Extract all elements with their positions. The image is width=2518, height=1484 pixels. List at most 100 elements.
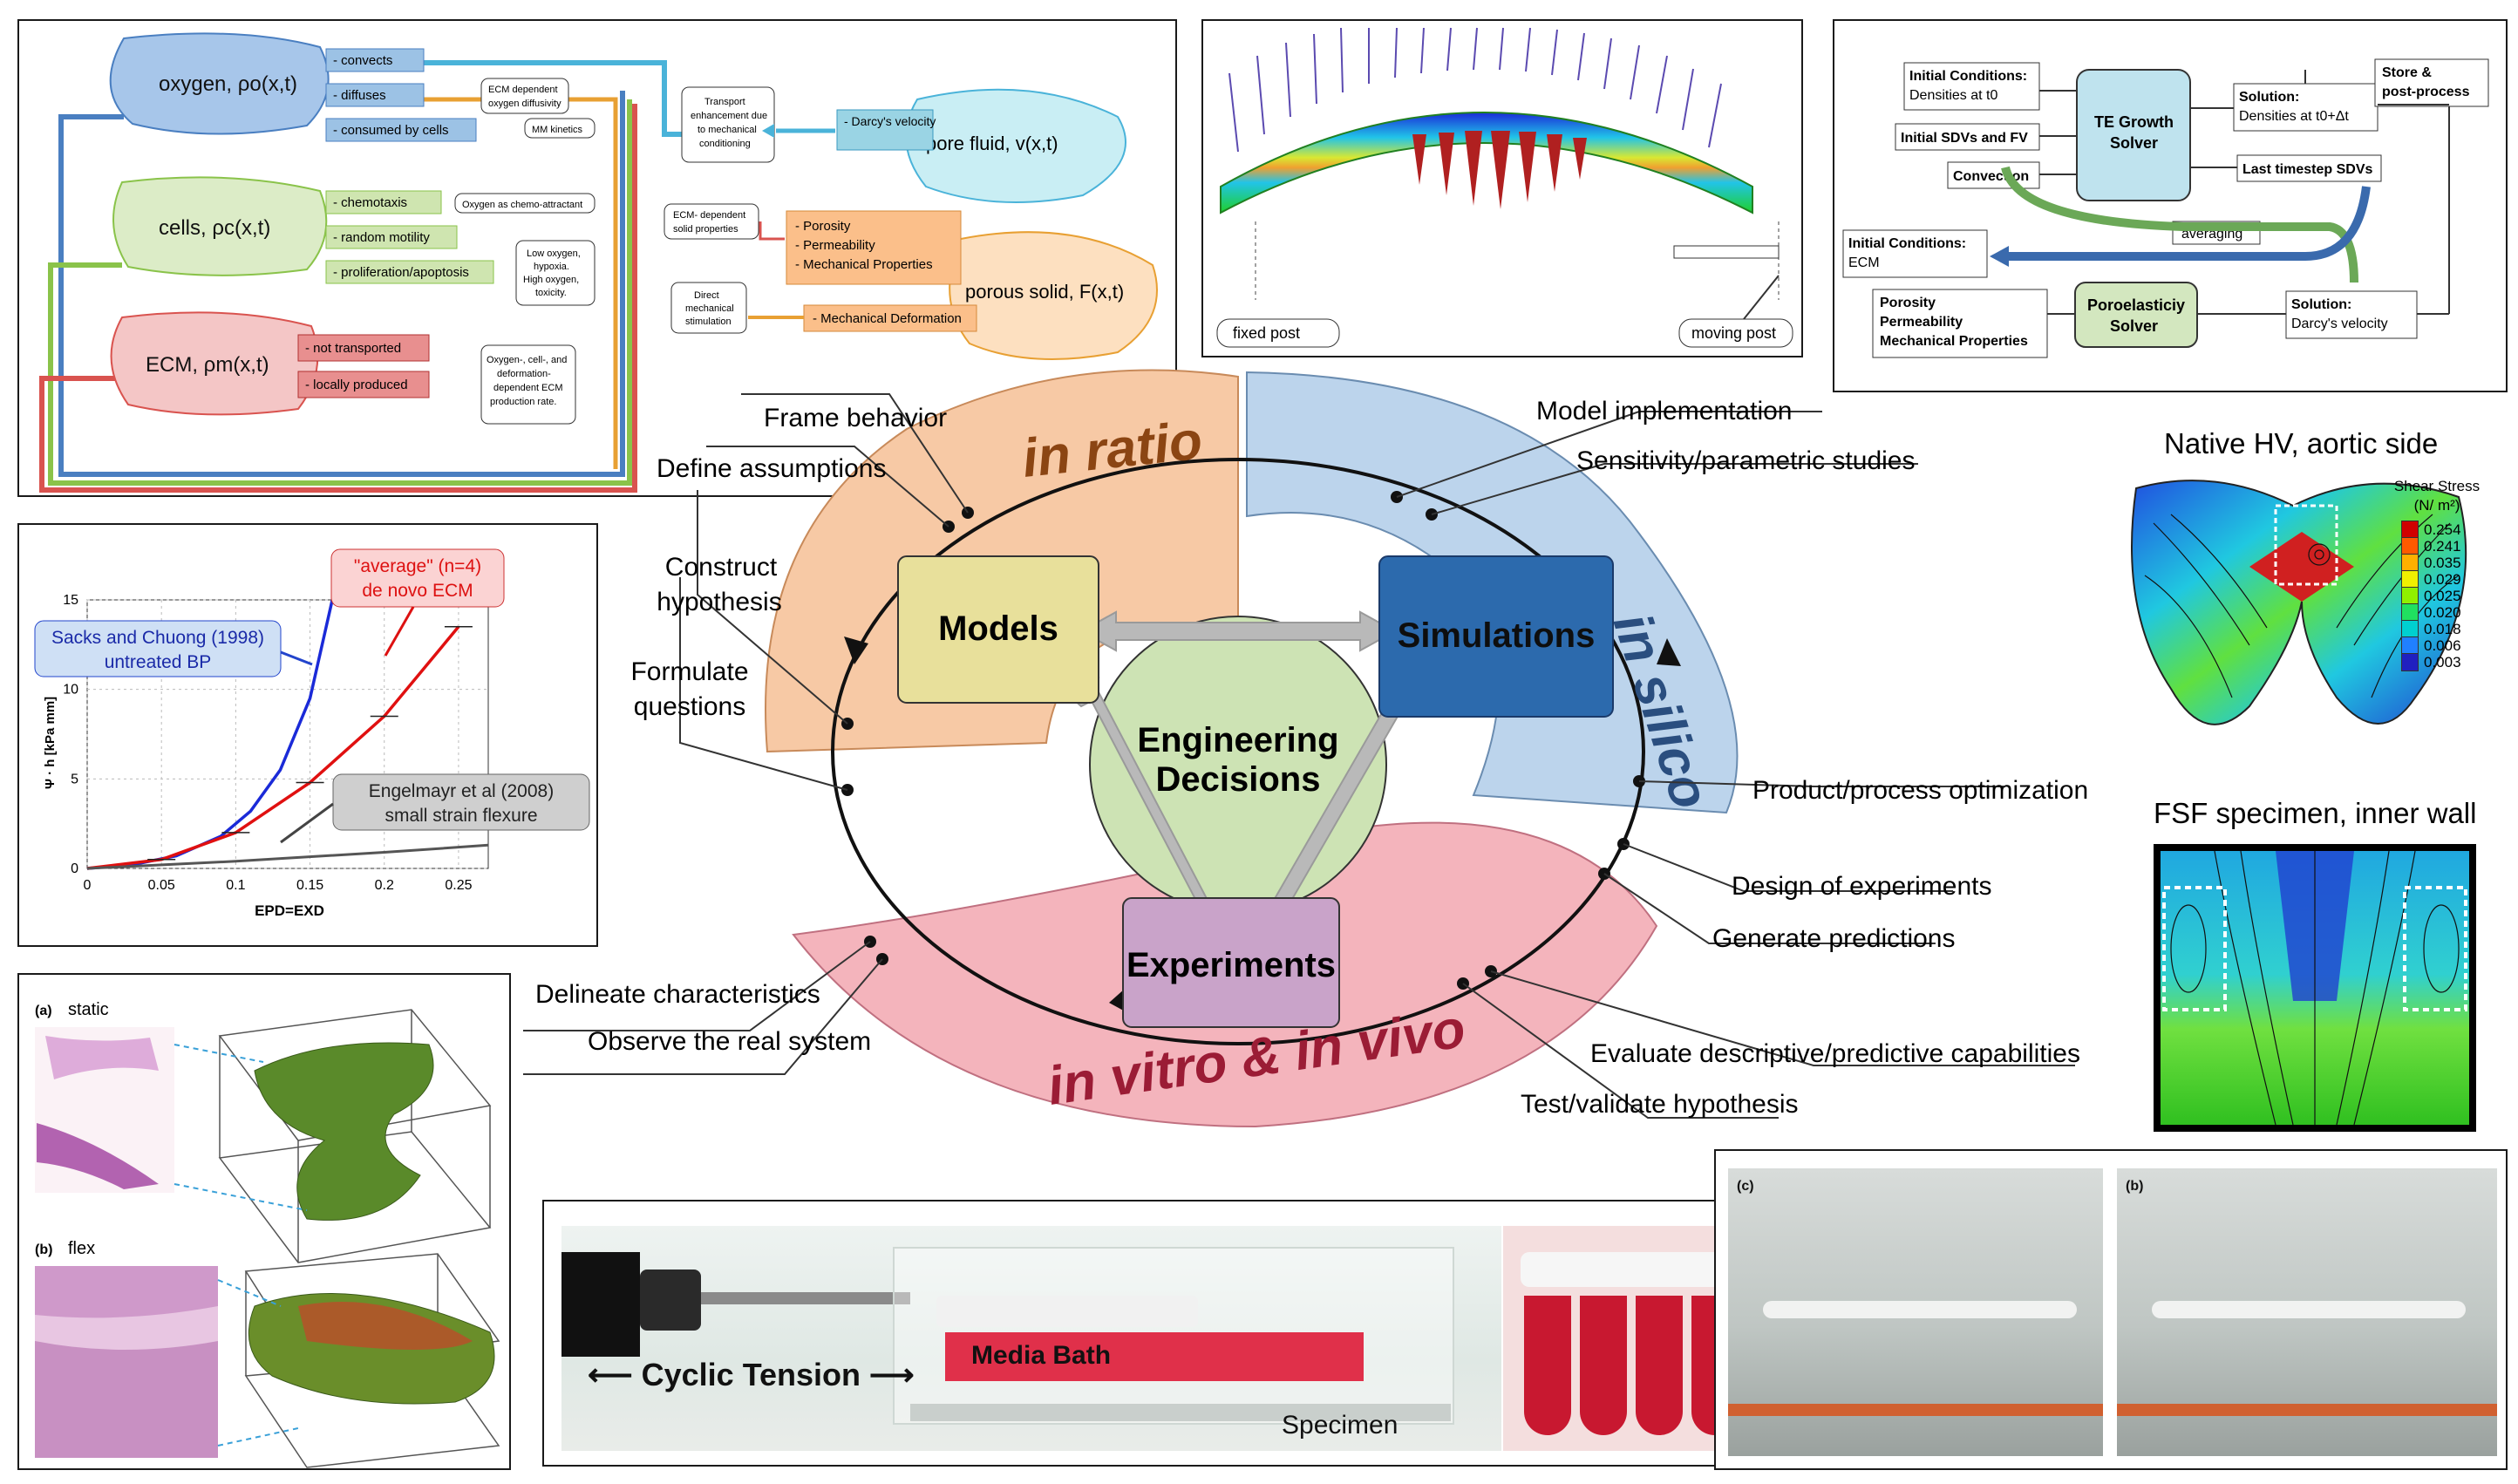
y-tick-label: 0: [71, 861, 78, 876]
legend-row: 0.020: [2401, 603, 2461, 622]
init-cond-2: Densities at t0: [1909, 88, 1997, 103]
legend-swatch: [2401, 620, 2419, 638]
fixed-post-label: fixed post: [1233, 324, 1300, 342]
chamber-c-base: [1728, 1404, 2103, 1416]
load-vectors: [1228, 27, 1722, 153]
chamber-c-rod: [1763, 1301, 2077, 1318]
oxygen-blob: [109, 32, 330, 135]
init-ecm-box: [1842, 229, 1988, 278]
engelmayr-callout-2: small strain flexure: [385, 806, 537, 826]
chemo-note-text: Oxygen as chemo-attractant: [462, 200, 582, 210]
engelmayr-pointer: [280, 802, 334, 844]
y-tick-label: 5: [71, 772, 78, 786]
solution-2-box: [2285, 290, 2418, 339]
label-hypothesis: hypothesis: [657, 588, 782, 616]
solid-props-tag: [786, 210, 962, 285]
solution-2-a: Solution:: [2291, 297, 2351, 312]
y-tick-label: 10: [63, 683, 78, 698]
flowchart-connectors: [2039, 70, 2450, 315]
low-oxy-2: hypoxia.: [534, 262, 569, 272]
flex-guide-top: [217, 1279, 282, 1307]
motor-block: [561, 1252, 640, 1357]
label-test-validate: Test/validate hypothesis: [1521, 1090, 1799, 1119]
fem-arch-figure: fixed post moving post: [1216, 27, 1793, 348]
prod-note-1: Oxygen-, cell-, and: [487, 355, 567, 365]
simulations-box: [1378, 555, 1614, 718]
legend-swatch: [2401, 653, 2419, 671]
consumed-text: - consumed by cells: [333, 123, 449, 138]
hv-title: Native HV, aortic side: [2164, 427, 2439, 459]
legend-value: 0.006: [2424, 636, 2461, 654]
legend-row: 0.025: [2401, 587, 2461, 605]
ecm-feedback: [2009, 186, 2371, 261]
cells-blob: [112, 176, 328, 276]
legend-swatch: [2401, 554, 2419, 572]
low-oxy-note: [515, 240, 595, 306]
label-product-optimization: Product/process optimization: [1752, 776, 2089, 805]
solution-1-box: [2233, 83, 2378, 132]
label-observe: Observe the real system: [588, 1027, 872, 1056]
convection-text: Convection: [1953, 169, 2029, 184]
x-tick-label: 0.2: [375, 878, 394, 893]
label-b: (b): [35, 1242, 52, 1257]
fixed-post-callout: [1216, 318, 1340, 348]
label-formulate: Formulate: [630, 657, 749, 686]
well-2: [1580, 1296, 1627, 1435]
legend-row: 0.003: [2401, 653, 2461, 671]
shear-stress-panel: Native HV, aortic side Shear Stress (N/ …: [2110, 413, 2508, 1142]
fsf-shear-map: [2154, 844, 2476, 1132]
last-sdvs-box: [2236, 154, 2382, 182]
props-2: Permeability: [1880, 315, 1963, 330]
label-questions: questions: [633, 692, 746, 721]
flex-tissue-body: [35, 1341, 218, 1458]
histology-figure: (a) static (b) flex: [35, 1000, 500, 1468]
ecm-solid-1: ECM- dependent: [673, 210, 745, 221]
porous-solid-label: porous solid, F(x,t): [965, 281, 1124, 303]
darcy-arrowhead: [762, 124, 774, 138]
legend-swatch: [2401, 521, 2419, 539]
y-axis-label: Ψ · h [kPa mm]: [43, 697, 58, 789]
te-solver-1: TE Growth: [2094, 113, 2174, 131]
legend-value: 0.025: [2424, 587, 2461, 604]
mm-note-text: MM kinetics: [532, 125, 583, 135]
flex-3d-red-region: [298, 1302, 473, 1350]
chemotaxis-tag: [325, 190, 442, 214]
ecm-oxy-note-2: oxygen diffusivity: [488, 99, 561, 109]
media-bath: [945, 1332, 1364, 1381]
x-tick-label: 0: [84, 878, 92, 893]
legend-value: 0.029: [2424, 570, 2461, 588]
chamber-b-photo: (b): [2117, 1168, 2497, 1456]
sacks-callout-2: untreated BP: [105, 652, 212, 672]
te-solver-2: Solver: [2110, 134, 2158, 152]
models-box: [897, 555, 1099, 704]
label-evaluate-capabilities: Evaluate descriptive/predictive capabili…: [1590, 1039, 2080, 1068]
pore-fluid-label: pore fluid, v(x,t): [926, 133, 1058, 154]
porosity-text: - Porosity: [795, 219, 851, 234]
orbit-arrow-right: [1657, 638, 1681, 666]
fsf-roi-left: [2162, 886, 2227, 1011]
chamber-b-rod: [2152, 1301, 2466, 1318]
prod-note-2: deformation-: [497, 369, 551, 379]
direct-stim-2: mechanical: [685, 303, 734, 314]
fem-panel: fixed post moving post: [1201, 19, 1803, 357]
label-define-assumptions: Define assumptions: [657, 454, 887, 483]
legend-title-1: Shear Stress: [2393, 478, 2481, 494]
legend-value: 0.241: [2424, 537, 2461, 555]
x-axis-label: EPD=EXD: [255, 902, 324, 919]
mech-props-text: - Mechanical Properties: [795, 257, 933, 272]
well-1: [1524, 1296, 1571, 1435]
cycle-orbit: [831, 458, 1645, 1045]
legend-swatch: [2401, 570, 2419, 589]
permeability-text: - Permeability: [795, 238, 875, 253]
label-generate-predictions: Generate predictions: [1712, 924, 1956, 953]
transport-note-2: enhancement due: [691, 111, 767, 121]
experiments-box: [1122, 897, 1340, 1028]
legend-value: 0.018: [2424, 620, 2461, 637]
legend-title-2: (N/ m²): [2413, 497, 2460, 514]
series-line-3: [86, 843, 489, 870]
static-tissue-top: [45, 1036, 159, 1079]
consumed-tag: [325, 118, 477, 142]
